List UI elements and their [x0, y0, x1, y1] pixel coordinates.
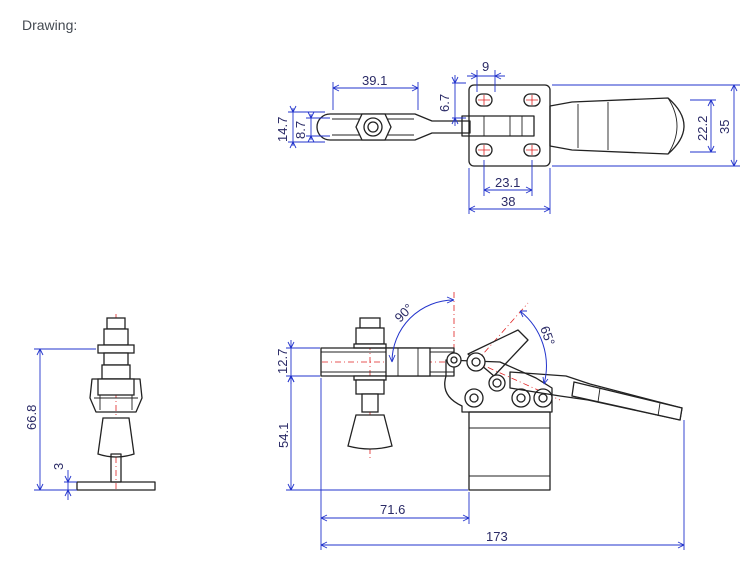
dim-line-38: [468, 168, 551, 214]
arm-pivot: [446, 352, 462, 368]
dim-3-label: 3: [51, 463, 66, 470]
spindle-bolt-inner: [367, 121, 379, 133]
spindle-shaft: [361, 393, 379, 413]
side-view: 90° 65° 12.7 54.1 71.6 173: [275, 292, 685, 550]
dim-38-label: 38: [501, 194, 515, 209]
dim-23-1-label: 23.1: [495, 175, 520, 190]
dim-line-54-1: [286, 375, 468, 491]
mounting-hole: [475, 143, 493, 157]
dim-line-8-7: [306, 111, 330, 143]
spindle-nut-top: [359, 317, 381, 329]
handle-centerline: [475, 361, 561, 401]
handle-grip-detail: [577, 97, 678, 155]
end-nut: [103, 328, 129, 346]
arm-slot-block: [385, 347, 431, 377]
dim-66-8-label: 66.8: [24, 405, 39, 430]
dim-line-22-2: [690, 99, 716, 153]
base-pivot-mid: [511, 388, 531, 408]
dim-39-1-label: 39.1: [362, 73, 387, 88]
dim-54-1-label: 54.1: [276, 423, 291, 448]
dim-14-7-label: 14.7: [275, 117, 290, 142]
mounting-holes: [475, 93, 541, 157]
spindle-arm-outline: [316, 113, 471, 141]
dim-line-173: [320, 420, 685, 550]
end-rubber-tip: [97, 417, 135, 458]
dim-line-6-7: [451, 75, 466, 126]
pivot-bar: [461, 115, 535, 137]
upper-link: [467, 329, 529, 377]
dim-line-23-1: [483, 160, 533, 196]
dim-line-12-7: [286, 340, 320, 384]
dim-line-9: [467, 70, 505, 92]
angle-arc-90: [391, 299, 455, 363]
base-pivot-left: [464, 388, 484, 408]
end-arm: [97, 344, 135, 354]
dim-8-7-label: 8.7: [293, 121, 308, 139]
dim-line-35: [552, 84, 740, 167]
angle-90-label: 90°: [392, 301, 417, 326]
angle-65-label: 65°: [537, 324, 558, 348]
main-pivot: [466, 352, 486, 372]
mounting-hole: [523, 143, 541, 157]
spindle-rubber-tip: [347, 414, 393, 450]
end-body-inner: [97, 378, 135, 396]
dim-9-label: 9: [482, 59, 489, 74]
dim-22-2-label: 22.2: [695, 116, 710, 141]
spindle-nut-lower: [355, 379, 385, 395]
dim-6-7-label: 6.7: [437, 94, 452, 112]
end-base-foot: [76, 481, 156, 491]
end-body: [89, 378, 143, 413]
handle-open-reference: [475, 302, 529, 363]
dim-line-14-7: [288, 105, 325, 149]
handle-grip: [549, 97, 685, 155]
mounting-hole: [475, 93, 493, 107]
angle-arc-65: [519, 310, 547, 385]
handle-grip-side: [571, 381, 683, 421]
dim-35-label: 35: [717, 120, 732, 134]
dim-173-label: 173: [486, 529, 508, 544]
end-nut-lower: [101, 364, 131, 380]
dim-line-66-8: [34, 348, 96, 491]
spindle-bolt: [363, 117, 383, 137]
dim-line-39-1: [332, 82, 419, 110]
end-nut-top: [106, 317, 126, 330]
dim-line-3: [64, 470, 77, 500]
dim-12-7-label: 12.7: [275, 349, 290, 374]
top-view: 39.1 9 6.7 14.7 8.7 22.2 35 23.1 38: [275, 59, 740, 214]
base-block: [468, 411, 551, 491]
drawing-heading: Drawing:: [22, 17, 78, 33]
mounting-hole: [523, 93, 541, 107]
dim-line-71-6: [320, 378, 470, 524]
spindle-nut-upper: [355, 327, 385, 345]
dim-71-6-label: 71.6: [380, 502, 405, 517]
linkage-body: [444, 359, 553, 413]
end-threaded-rod: [103, 352, 129, 366]
link-pivot: [488, 374, 506, 392]
end-view: 66.8 3: [24, 314, 156, 500]
